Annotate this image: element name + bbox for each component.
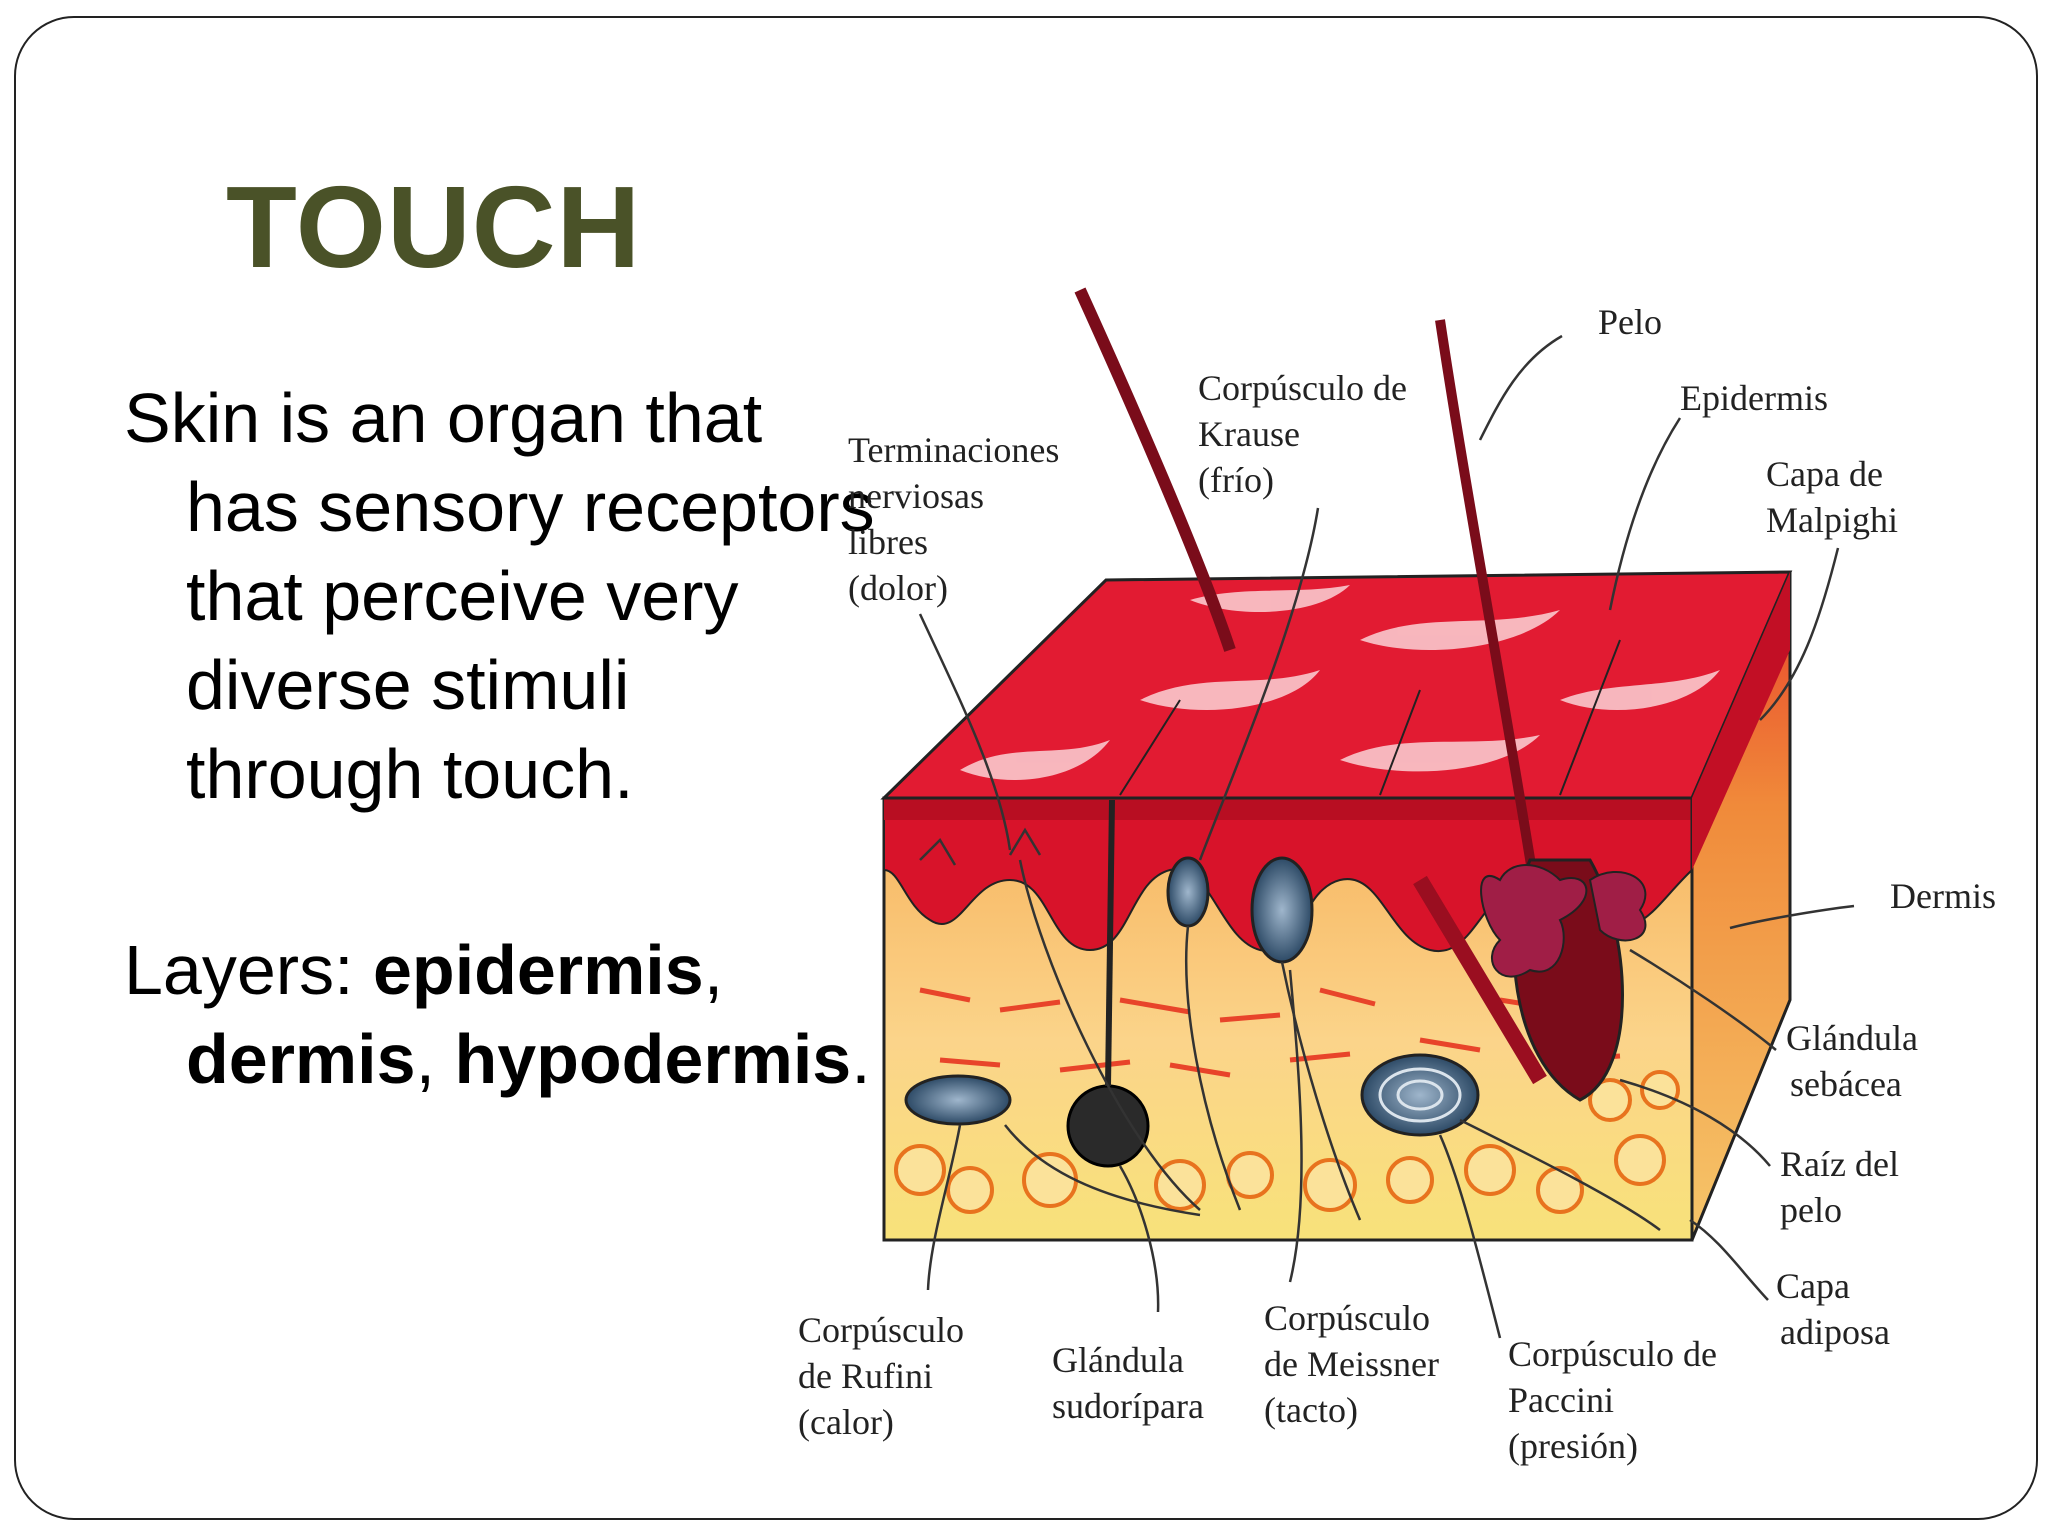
skin-front-face bbox=[882, 796, 1694, 1242]
label-krause-1: Corpúsculo de bbox=[1198, 368, 1407, 408]
nerve-fibers bbox=[919, 827, 1661, 1232]
label-raiz-1: Raíz del bbox=[1780, 1144, 1899, 1184]
layer-epidermis: epidermis bbox=[373, 931, 704, 1009]
label-sebacea-2: sebácea bbox=[1790, 1064, 1902, 1104]
label-dermis: Dermis bbox=[1890, 876, 1996, 916]
skin-top-face bbox=[880, 570, 1793, 800]
label-krause-2: Krause bbox=[1198, 414, 1300, 454]
label-capa-malpighi-2: Malpighi bbox=[1766, 500, 1898, 540]
label-epidermis: Epidermis bbox=[1680, 378, 1828, 418]
label-rufini-2: de Rufini bbox=[798, 1356, 933, 1396]
label-paccini-1: Corpúsculo de bbox=[1508, 1334, 1717, 1374]
label-adiposa-2: adiposa bbox=[1780, 1312, 1890, 1352]
layer-dermis: dermis bbox=[186, 1020, 416, 1098]
label-sudoripara-2: sudorípara bbox=[1052, 1386, 1204, 1426]
layers-prefix: Layers: bbox=[124, 931, 373, 1009]
label-meissner-1: Corpúsculo bbox=[1264, 1298, 1430, 1338]
diagram-labels: Pelo Epidermis Capa de Malpighi Corpúscu… bbox=[798, 302, 1996, 1466]
label-sebacea-1: Glándula bbox=[1786, 1018, 1918, 1058]
leader-lines bbox=[918, 334, 1855, 1339]
bullet-layers: Layers: epidermis, dermis, hypodermis. bbox=[124, 926, 876, 1104]
layer-sep-1: , bbox=[703, 931, 724, 1009]
label-meissner-3: (tacto) bbox=[1264, 1390, 1358, 1430]
label-term-3: libres bbox=[848, 522, 928, 562]
label-rufini-1: Corpúsculo bbox=[798, 1310, 964, 1350]
label-pelo: Pelo bbox=[1598, 302, 1662, 342]
layer-hypodermis: hypodermis bbox=[454, 1020, 852, 1098]
slide-title: TOUCH bbox=[226, 162, 642, 292]
corpuscles bbox=[904, 799, 1480, 1168]
label-sudoripara-1: Glándula bbox=[1052, 1340, 1184, 1380]
label-capa-malpighi-1: Capa de bbox=[1766, 454, 1883, 494]
label-krause-3: (frío) bbox=[1198, 460, 1274, 500]
layer-sep-2: , bbox=[415, 1020, 455, 1098]
label-paccini-2: Paccini bbox=[1508, 1380, 1614, 1420]
bullet-skin-organ: Skin is an organ that has sensory recept… bbox=[124, 379, 875, 813]
label-rufini-3: (calor) bbox=[798, 1402, 894, 1442]
label-paccini-3: (presión) bbox=[1508, 1426, 1638, 1466]
skin-side-face bbox=[1690, 571, 1792, 1241]
label-raiz-2: pelo bbox=[1780, 1190, 1842, 1230]
label-term-1: Terminaciones bbox=[848, 430, 1059, 470]
label-meissner-2: de Meissner bbox=[1264, 1344, 1439, 1384]
label-term-2: nerviosas bbox=[848, 476, 984, 516]
hair-shafts bbox=[1074, 287, 1647, 1102]
label-term-4: (dolor) bbox=[848, 568, 948, 608]
layers-end: . bbox=[851, 1020, 871, 1098]
label-adiposa-1: Capa bbox=[1776, 1266, 1850, 1306]
